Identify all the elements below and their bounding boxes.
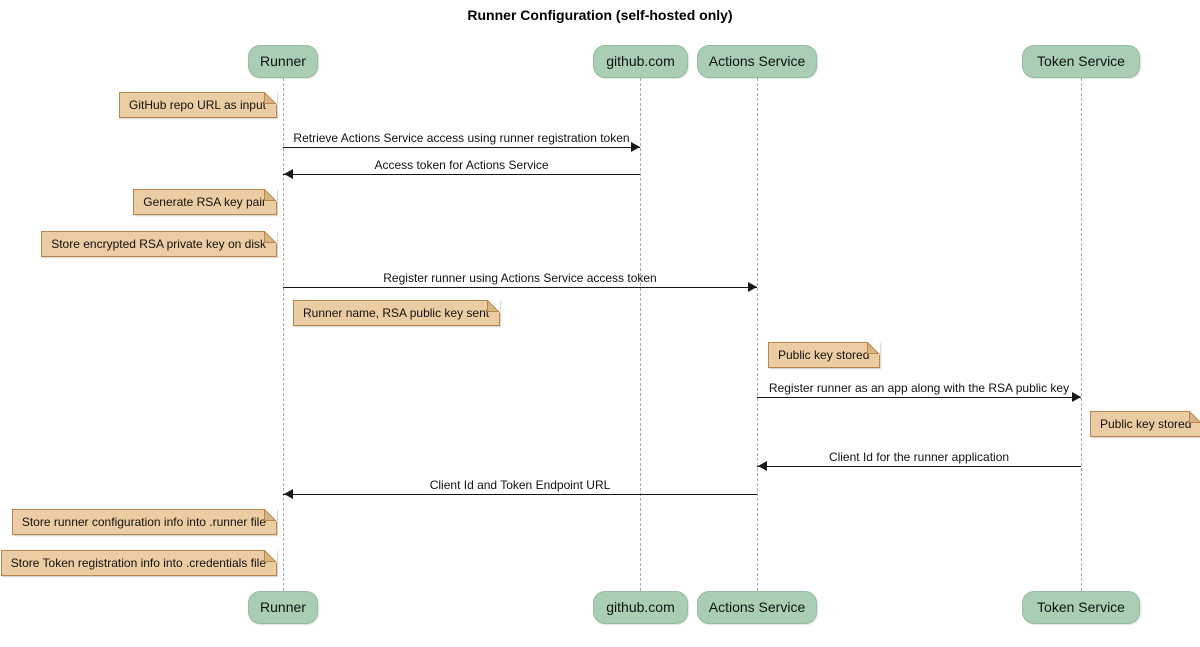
diagram-title: Runner Configuration (self-hosted only) (467, 7, 733, 23)
note-runner-name-sent: Runner name, RSA public key sent (293, 300, 501, 326)
note-public-key-stored-token: Public key stored (1090, 411, 1200, 437)
note-fold-icon (264, 189, 277, 202)
note-text: Store runner configuration info into .ru… (21, 515, 266, 529)
note-fold-icon (264, 231, 277, 244)
arrowhead-left-icon (284, 169, 293, 179)
participant-runner-bottom: Runner (248, 591, 318, 624)
arrowhead-right-icon (748, 282, 757, 292)
note-text: GitHub repo URL as input (129, 98, 266, 112)
note-fold-icon (487, 300, 501, 313)
note-fold-icon (264, 92, 277, 105)
note-github-repo-url: GitHub repo URL as input (119, 92, 277, 118)
message-label: Retrieve Actions Service access using ru… (293, 131, 630, 145)
lifeline-token-service (1081, 78, 1082, 591)
note-fold-icon (1189, 411, 1200, 423)
lifeline-runner (283, 78, 284, 591)
message-line (283, 147, 640, 148)
message-line (757, 466, 1081, 467)
message-label: Register runner as an app along with the… (768, 381, 1070, 395)
participant-runner-top: Runner (248, 45, 318, 78)
participant-token-service-bottom: Token Service (1022, 591, 1140, 624)
participant-github-top: github.com (593, 45, 688, 78)
message-line (283, 287, 757, 288)
note-fold-icon (264, 509, 277, 522)
participant-github-bottom: github.com (593, 591, 688, 624)
note-public-key-stored-actions: Public key stored (768, 342, 881, 368)
message-label: Access token for Actions Service (374, 158, 549, 172)
note-generate-rsa: Generate RSA key pair (133, 189, 277, 215)
arrowhead-left-icon (284, 489, 293, 499)
lifeline-actions-service (757, 78, 758, 591)
arrowhead-left-icon (758, 461, 767, 471)
note-text: Public key stored (1100, 417, 1192, 431)
note-text: Generate RSA key pair (143, 195, 266, 209)
message-line (283, 174, 640, 175)
participant-actions-service-bottom: Actions Service (697, 591, 817, 624)
arrowhead-right-icon (1072, 392, 1081, 402)
arrowhead-right-icon (631, 142, 640, 152)
lifeline-github (640, 78, 641, 591)
note-text: Store encrypted RSA private key on disk (51, 237, 266, 251)
message-label: Client Id and Token Endpoint URL (429, 478, 611, 492)
note-store-credentials-file: Store Token registration info into .cred… (0, 550, 277, 576)
note-text: Store Token registration info into .cred… (10, 556, 266, 570)
note-store-private-key: Store encrypted RSA private key on disk (41, 231, 277, 257)
message-label: Register runner using Actions Service ac… (383, 271, 657, 285)
note-fold-icon (264, 550, 277, 563)
note-store-runner-file: Store runner configuration info into .ru… (11, 509, 277, 535)
note-text: Runner name, RSA public key sent (303, 306, 490, 320)
note-text: Public key stored (778, 348, 870, 362)
participant-token-service-top: Token Service (1022, 45, 1140, 78)
message-line (757, 397, 1081, 398)
message-line (283, 494, 757, 495)
message-label: Client Id for the runner application (828, 450, 1010, 464)
note-fold-icon (867, 342, 881, 355)
participant-actions-service-top: Actions Service (697, 45, 817, 78)
